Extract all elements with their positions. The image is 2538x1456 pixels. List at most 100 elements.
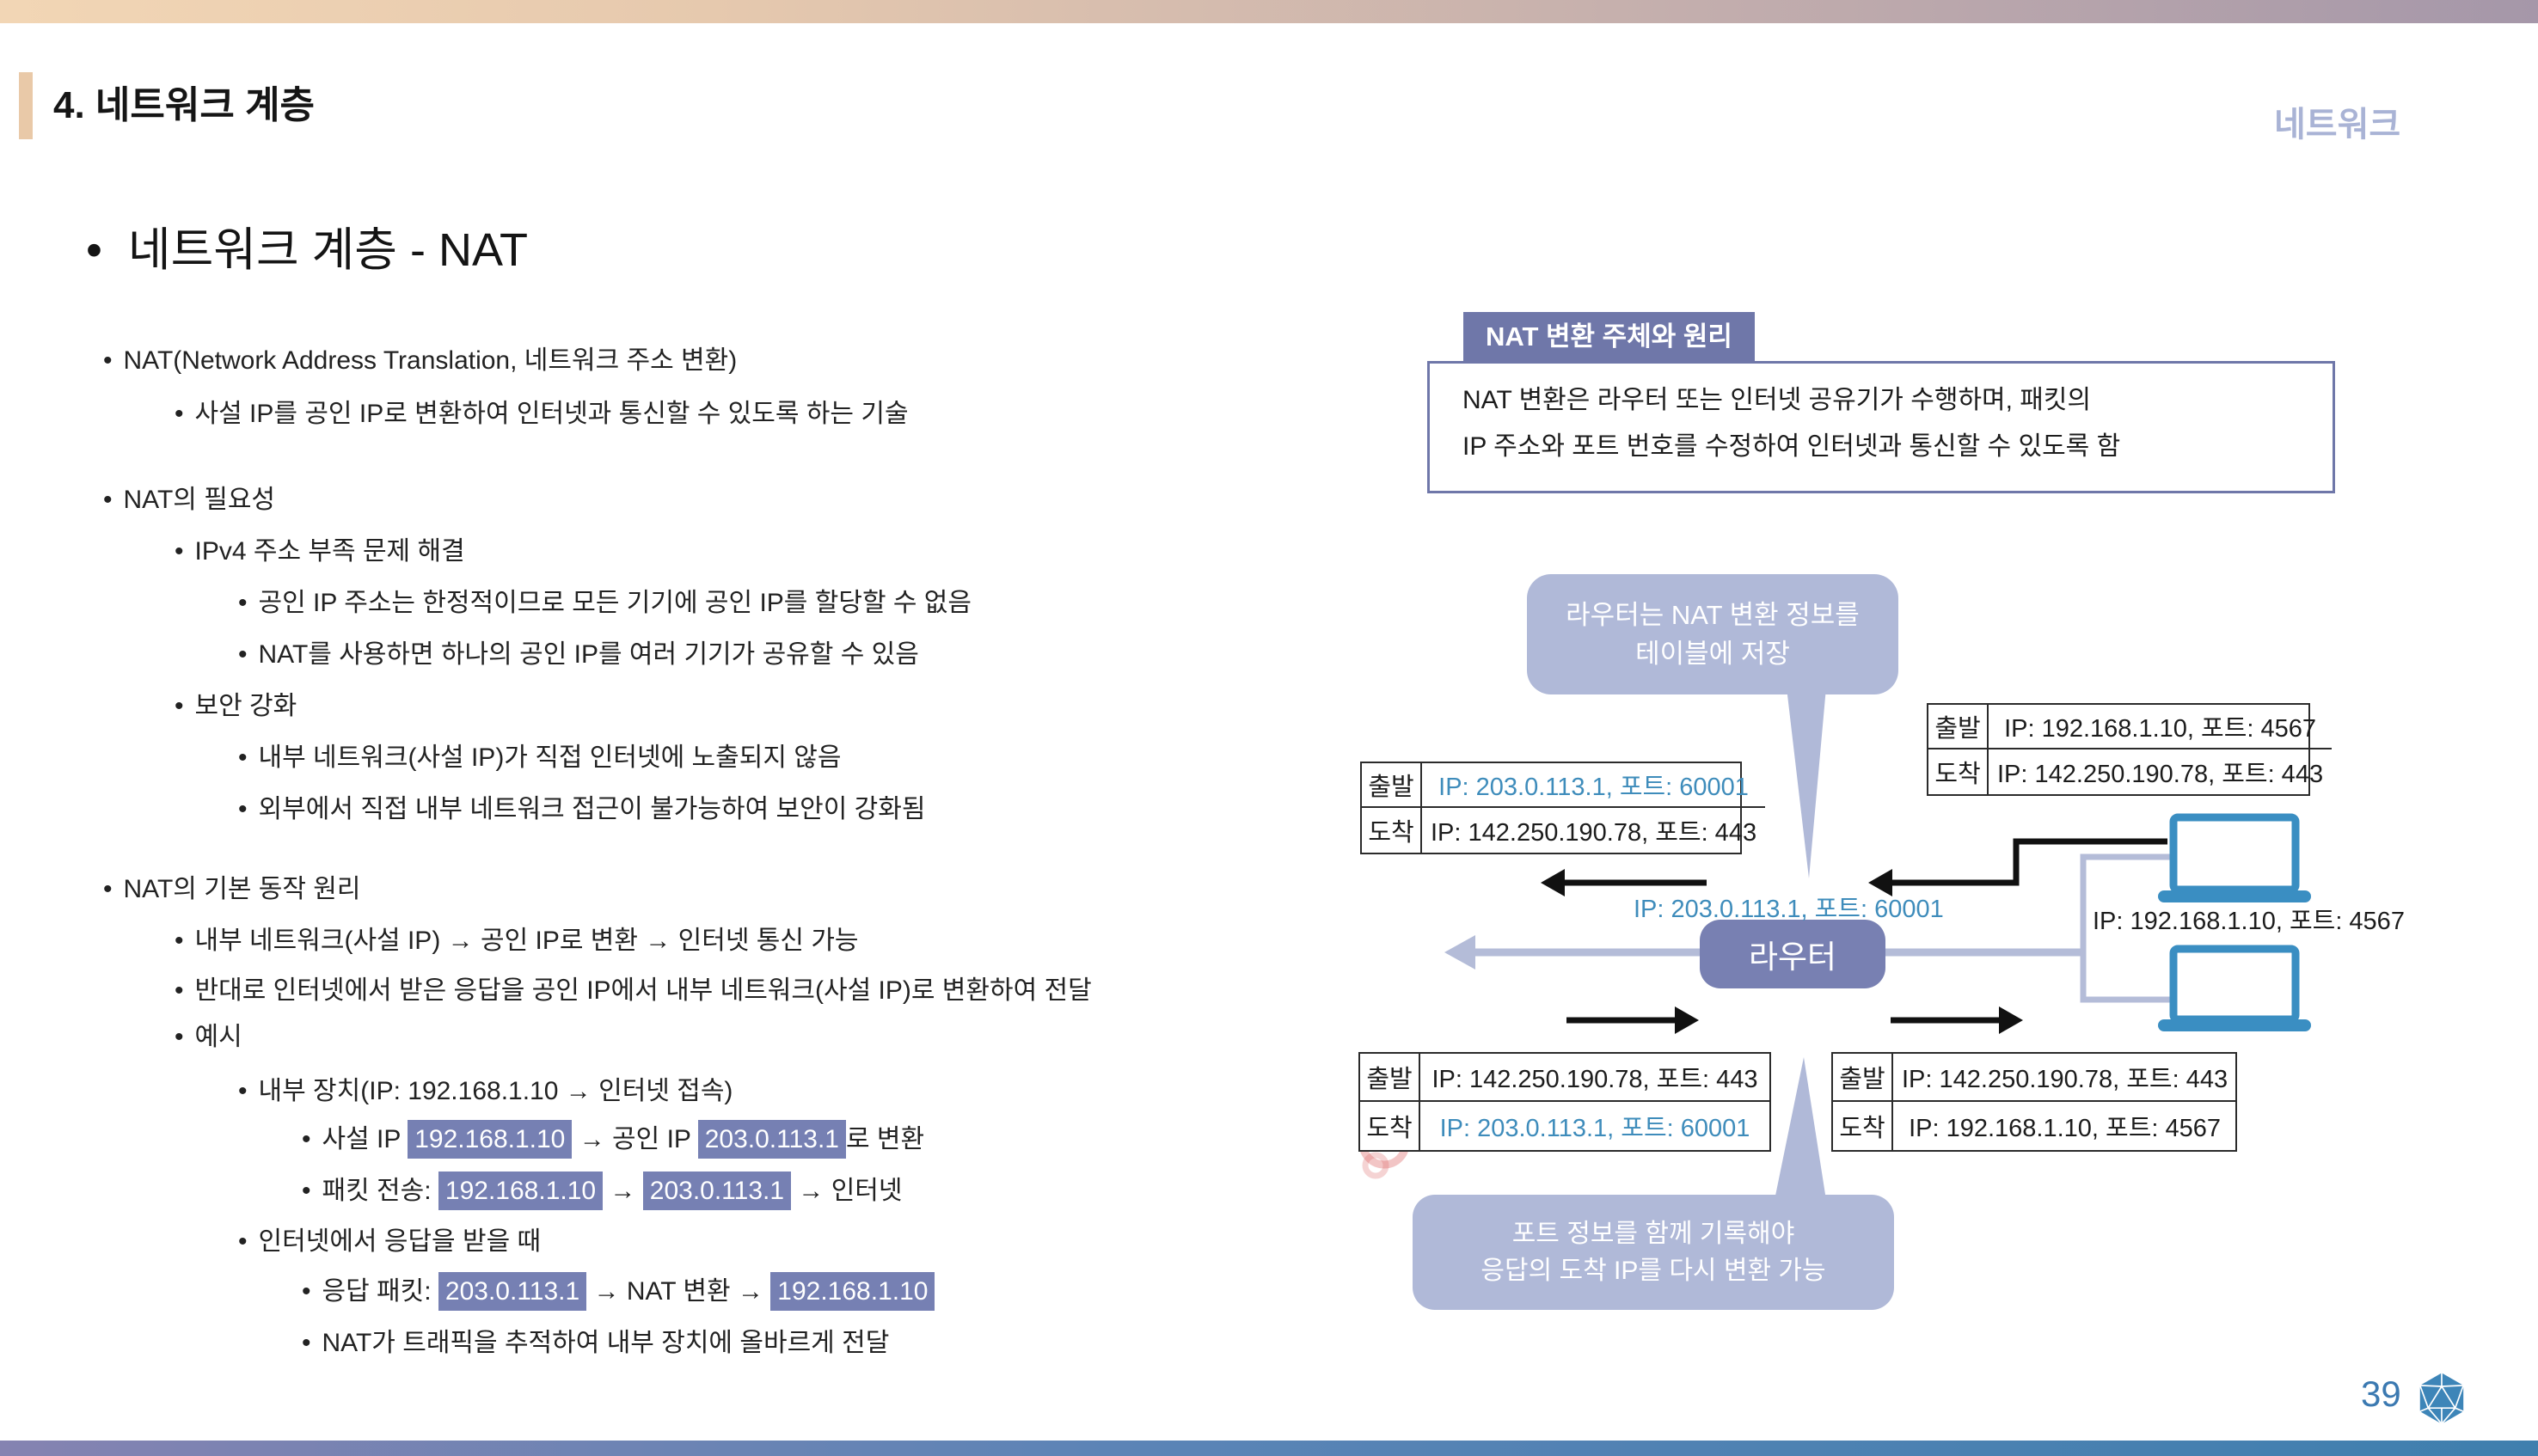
bullet-line: •내부 네트워크(사설 IP)가 직접 인터넷에 노출되지 않음: [238, 736, 841, 774]
packet-table-outbound-private: 출발 IP: 192.168.1.10, 포트: 4567 도착 IP: 142…: [1927, 703, 2333, 796]
bottom-gradient-bar: [0, 1441, 2538, 1456]
table-label: 도착: [1833, 1102, 1893, 1150]
router-node: 라우터: [1700, 920, 1885, 988]
page-title-text: 네트워크 계층 - NAT: [127, 224, 528, 276]
bullet-text: NAT의 필요성: [123, 486, 276, 514]
top-gradient-bar: [0, 0, 2538, 23]
table-value: IP: 203.0.113.1, 포트: 60001: [1422, 763, 1766, 808]
bullet-marker: •: [103, 346, 113, 375]
table-label: 출발: [1833, 1054, 1893, 1102]
table-label: 출발: [1928, 705, 1989, 749]
bullet-marker: •: [175, 927, 184, 955]
bullet-text: IPv4 주소 부족 문제 해결: [194, 537, 465, 566]
bullet-line: • 내부 장치(IP: 192.168.1.10 → 인터넷 접속): [238, 1069, 733, 1107]
bullet-line: • 외부에서 직접 내부 네트워크 접근이 불가능하여 보안이 강화됨: [238, 787, 925, 825]
watermark-label: 네트워크: [2274, 106, 2401, 144]
private-ip-chip: 192.168.1.10: [438, 1172, 604, 1210]
bullet-marker: •: [302, 1329, 311, 1357]
packet-table-outbound-public: 출발 IP: 203.0.113.1, 포트: 60001 도착 IP: 142…: [1360, 762, 1766, 854]
bullet-marker: •: [238, 589, 248, 617]
laptop-icon-bottom: [2158, 945, 2311, 1031]
bullet-line: • NAT의 기본 동작 원리: [103, 867, 361, 905]
public-ip-chip: 203.0.113.1: [438, 1272, 587, 1311]
laptop-icon-top: [2158, 813, 2311, 902]
table-value: IP: 142.250.190.78, 포트: 443: [1893, 1054, 2237, 1102]
callout-tail-top: [1787, 688, 1826, 878]
bullet-marker: •: [302, 1277, 311, 1306]
bullet-text: 사설 IP: [322, 1125, 408, 1153]
callout-router-table: 라우터는 NAT 변환 정보를 테이블에 저장: [1527, 574, 1898, 694]
bullet-marker: •: [86, 224, 102, 276]
bullet-line: •보안 강화: [175, 684, 297, 722]
bullet-line: • 공인 IP 주소는 한정적이므로 모든 기기에 공인 IP를 할당할 수 없음: [238, 581, 972, 619]
callout-line: 응답의 도착 IP를 다시 변환 가능: [1480, 1257, 1826, 1285]
bullet-line: •NAT(Network Address Translation, 네트워크 주…: [103, 339, 737, 376]
device-ip-label: IP: 192.168.1.10, 포트: 4567: [2093, 908, 2405, 935]
callout-line: 테이블에 저장: [1635, 639, 1790, 669]
nat-info-line: IP 주소와 포트 번호를 수정하여 인터넷과 통신할 수 있도록 함: [1462, 432, 2121, 461]
bullet-marker: •: [175, 976, 184, 1005]
packet-table-inbound-public: 출발 IP: 142.250.190.78, 포트: 443 도착 IP: 20…: [1358, 1052, 1771, 1152]
nat-info-line: NAT 변환은 라우터 또는 인터넷 공유기가 수행하며, 패킷의: [1462, 386, 2092, 414]
bullet-text: → 인터넷: [791, 1177, 903, 1205]
table-label: 도착: [1362, 808, 1422, 853]
table-value: IP: 142.250.190.78, 포트: 443: [1420, 1054, 1769, 1102]
bullet-text: →: [603, 1177, 643, 1205]
table-value: IP: 192.168.1.10, 포트: 4567: [1909, 1115, 2222, 1142]
table-label: 도착: [1928, 749, 1989, 794]
table-label: 출발: [1360, 1054, 1420, 1102]
bullet-text: → 공인 IP: [572, 1125, 698, 1153]
bullet-text: 외부에서 직접 내부 네트워크 접근이 불가능하여 보안이 강화됨: [258, 795, 926, 823]
public-ip-chip: 203.0.113.1: [697, 1120, 846, 1159]
bullet-marker: •: [302, 1125, 311, 1153]
bullet-text: → NAT 변환 →: [586, 1277, 771, 1306]
bullet-line: •IPv4 주소 부족 문제 해결: [175, 529, 465, 567]
bullet-line: • 사설 IP를 공인 IP로 변환하여 인터넷과 통신할 수 있도록 하는 기술: [175, 392, 909, 430]
bullet-marker: •: [238, 1077, 248, 1105]
table-label: 출발: [1362, 763, 1422, 808]
header-accent-bar: [19, 72, 33, 139]
packet-table-inbound-private: 출발 IP: 142.250.190.78, 포트: 443 도착 IP: 19…: [1831, 1052, 2237, 1152]
table-value: IP: 203.0.113.1, 포트: 60001: [1439, 1115, 1750, 1142]
bullet-text: 반대로 인터넷에서 받은 응답을 공인 IP에서 내부 네트워크(사설 IP)로…: [194, 976, 1092, 1005]
page-title: • 네트워크 계층 - NAT: [86, 211, 528, 279]
callout-line: 포트 정보를 함께 기록해야: [1511, 1220, 1795, 1248]
bullet-text: 패킷 전송:: [322, 1177, 438, 1205]
private-ip-chip: 192.168.1.10: [408, 1120, 573, 1159]
bullet-marker: •: [175, 1023, 184, 1051]
bullet-marker: •: [103, 875, 113, 903]
bullet-marker: •: [103, 486, 113, 514]
bullet-line: • NAT의 필요성: [103, 478, 275, 516]
nat-info-box: NAT 변환은 라우터 또는 인터넷 공유기가 수행하며, 패킷의 IP 주소와…: [1427, 361, 2335, 493]
slide-header-title: 4. 네트워크 계층: [53, 84, 316, 126]
bullet-text: 예시: [194, 1023, 242, 1051]
bullet-marker: •: [238, 795, 248, 823]
bullet-text: 사설 IP를 공인 IP로 변환하여 인터넷과 통신할 수 있도록 하는 기술: [194, 400, 909, 428]
callout-line: 라우터는 NAT 변환 정보를: [1566, 600, 1860, 630]
icosahedron-logo-icon: [2419, 1373, 2464, 1425]
bullet-line: • 내부 네트워크(사설 IP) → 공인 IP로 변환 → 인터넷 통신 가능: [175, 919, 859, 957]
table-value: IP: 192.168.1.10, 포트: 4567: [1989, 705, 2333, 749]
bullet-text: NAT를 사용하면 하나의 공인 IP를 여러 기기가 공유할 수 있음: [258, 640, 919, 669]
bullet-text: 응답 패킷:: [322, 1277, 438, 1306]
bullet-text: 공인 IP 주소는 한정적이므로 모든 기기에 공인 IP를 할당할 수 없음: [258, 589, 972, 617]
bullet-text: 로 변환: [845, 1125, 925, 1153]
callout-tail-bottom: [1775, 1057, 1826, 1200]
bullet-text: 내부 네트워크(사설 IP) → 공인 IP로 변환 → 인터넷 통신 가능: [194, 927, 859, 955]
response-arrow-left: [1566, 1006, 1699, 1034]
table-label: 도착: [1360, 1102, 1420, 1150]
bullet-line: •NAT가 트래픽을 추적하여 내부 장치에 올바르게 전달: [302, 1321, 889, 1359]
bullet-line: • 예시: [175, 1015, 242, 1053]
page-number: 39: [2361, 1373, 2401, 1414]
bullet-text: NAT의 기본 동작 원리: [123, 875, 361, 903]
bullet-line: • 반대로 인터넷에서 받은 응답을 공인 IP에서 내부 네트워크(사설 IP)…: [175, 969, 1092, 1006]
diagram-badge: NAT 변환 주체와 원리: [1463, 312, 1755, 362]
callout-port-record: 포트 정보를 함께 기록해야 응답의 도착 IP를 다시 변환 가능: [1413, 1195, 1894, 1310]
bullet-marker: •: [238, 640, 248, 669]
private-ip-chip: 192.168.1.10: [770, 1272, 935, 1311]
bullet-line: •인터넷에서 응답을 받을 때: [238, 1220, 541, 1257]
bullet-text: 내부 장치(IP: 192.168.1.10 → 인터넷 접속): [258, 1077, 733, 1105]
bullet-marker: •: [175, 400, 184, 428]
